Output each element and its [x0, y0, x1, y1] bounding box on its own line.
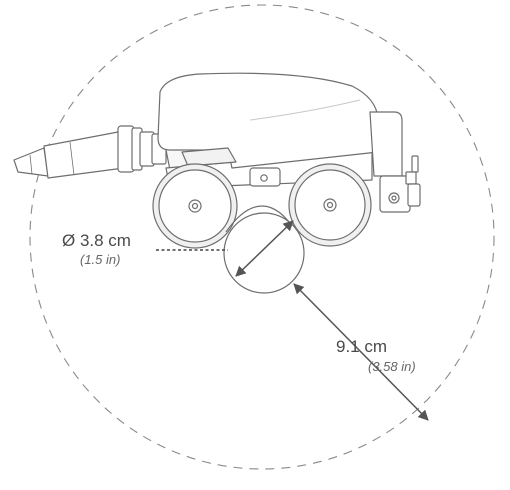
- pipe-diameter-arrow: [235, 220, 294, 277]
- turn-radius-imperial-label: (3.58 in): [368, 359, 416, 374]
- turn-radius-circle: [29, 4, 495, 470]
- pipe-cross-section: [225, 205, 297, 233]
- pipe-cross-section-circle: [223, 212, 305, 294]
- strain-relief: [43, 131, 125, 179]
- chassis-screw: [260, 174, 268, 182]
- front-bracket: [369, 111, 403, 177]
- front-wheel: [288, 163, 372, 247]
- turn-radius-arrow: [293, 283, 429, 421]
- main-housing: [157, 72, 379, 169]
- turn-radius-metric-label: 9.1 cm: [336, 337, 388, 356]
- pipe-diameter-metric-label: Ø 3.8 cm: [62, 231, 131, 250]
- crawler-robot: [13, 72, 421, 249]
- pipe-diameter-imperial-label: (1.5 in): [80, 252, 121, 267]
- rear-wheel: [152, 163, 238, 249]
